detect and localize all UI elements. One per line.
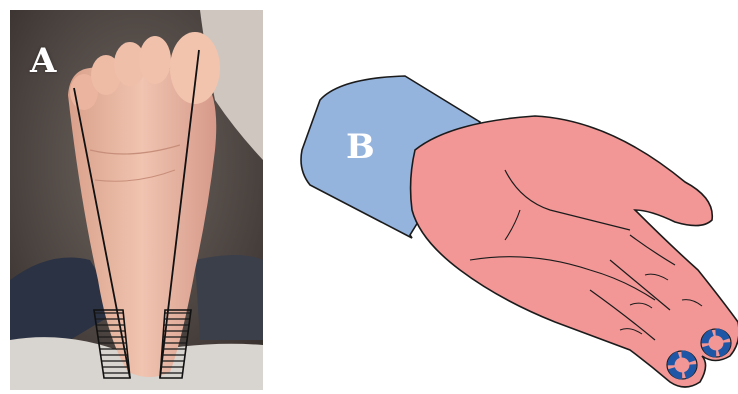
nail-mark-icon [705, 332, 727, 354]
hand [411, 116, 738, 387]
toe-2 [139, 36, 171, 84]
nail-mark-icon [671, 354, 693, 376]
panel-a-foot-photo: A [10, 10, 263, 390]
panel-label-b: B [346, 130, 375, 164]
panel-b-hand-illustration: B [290, 60, 738, 390]
hand-illustration [290, 60, 738, 390]
toe-big [170, 32, 220, 104]
panel-label-a: A [30, 44, 56, 78]
navy-sock-right [195, 255, 263, 340]
